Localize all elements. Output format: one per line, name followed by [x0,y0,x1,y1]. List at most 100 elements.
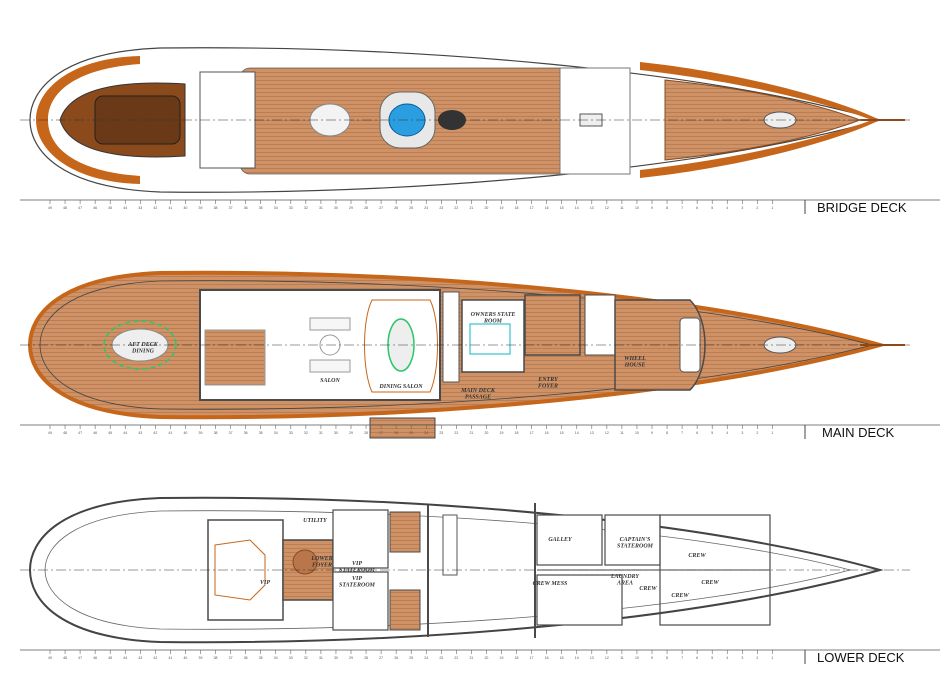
frame-number: 17 [530,656,534,660]
room-label-line: PASSAGE [465,395,491,401]
frame-number: 11 [620,206,624,210]
frame-number: 11 [620,656,624,660]
bridge-deck-title: BRIDGE DECK [817,200,907,215]
frame-number: 38 [214,431,218,435]
frame-number: 5 [711,431,713,435]
frame-number: 34 [274,206,278,210]
vip-bed [214,539,266,601]
frame-number: 31 [319,656,323,660]
frame-number: 1 [771,656,773,660]
room-label: CREW [639,586,657,592]
room-label-line: FOYER [538,384,558,390]
vip-stateroom-stbd [332,571,389,631]
frame-number: 48 [63,206,67,210]
frame-number: 38 [214,206,218,210]
frame-number: 20 [484,206,488,210]
vip-stateroom-port [332,509,389,569]
frame-number: 35 [259,431,263,435]
frame-number: 17 [530,431,534,435]
frame-number: 38 [214,656,218,660]
room-label-line: CREW [701,580,719,586]
frame-number: 19 [500,206,504,210]
frame-number: 36 [244,206,248,210]
frame-number: 9 [651,206,653,210]
owners-bed [469,323,511,355]
frame-number: 27 [379,656,383,660]
room-label: CREW [671,593,689,599]
room-label-line: VIP [352,561,362,567]
frame-number: 31 [319,431,323,435]
room-label-line: CREW MESS [533,581,568,587]
room-label-line: CREW [639,586,657,592]
frame-number: 47 [78,206,82,210]
frame-number: 15 [560,431,564,435]
vip-bath-stbd [389,589,421,631]
room-label-line: MAIN DECK [460,388,496,394]
frame-number: 29 [349,431,353,435]
room-label-line: VIP [352,576,362,582]
room-label-line: HOUSE [624,363,646,369]
frame-number: 47 [78,431,82,435]
frame-number: 32 [304,206,308,210]
frame-number: 46 [93,206,97,210]
room-label-line: STATEROOM [339,583,376,589]
frame-number: 9 [651,656,653,660]
room-label-line: STATEROOM [339,568,376,574]
frame-number: 34 [274,431,278,435]
frame-number: 15 [560,206,564,210]
frame-number: 15 [560,656,564,660]
frame-number: 27 [379,206,383,210]
vip-bath-port [389,511,421,553]
bridge-stern-rim [36,56,140,184]
frame-number: 4 [726,206,728,210]
frame-number: 23 [439,431,443,435]
frame-number: 14 [575,656,579,660]
frame-number: 32 [304,656,308,660]
frame-number: 21 [469,431,473,435]
room-label-line: GALLEY [548,537,573,543]
frame-number: 19 [500,656,504,660]
frame-number: 13 [590,656,594,660]
crew-mess [536,574,623,626]
frame-number: 14 [575,431,579,435]
frame-number: 7 [681,206,683,210]
frame-number: 4 [726,431,728,435]
frame-number: 43 [138,431,142,435]
salon-sofa-bottom [309,359,351,373]
frame-number: 25 [409,656,413,660]
room-label-line: LOWER [310,556,332,562]
room-label: UTILITY [303,518,328,524]
frame-number: 35 [259,656,263,660]
frame-number: 8 [666,206,668,210]
frame-number: 49 [48,656,52,660]
frame-number: 33 [289,206,293,210]
frame-number: 42 [153,431,157,435]
owners-bath [524,294,581,356]
frame-number: 26 [394,656,398,660]
room-label-line: SALON [320,378,340,384]
frame-number: 25 [409,206,413,210]
room-label-line: UTILITY [303,518,328,524]
frame-number: 48 [63,656,67,660]
owners-stateroom [461,299,525,373]
frame-number: 37 [229,431,233,435]
frame-number: 16 [545,206,549,210]
room-label-line: LAUNDRY [610,574,641,580]
frame-number: 28 [364,431,368,435]
frame-number: 7 [681,431,683,435]
frame-number: 11 [620,431,624,435]
frame-number: 12 [605,206,609,210]
frame-number: 41 [168,206,172,210]
room-label-line: DINING SALON [378,384,423,390]
